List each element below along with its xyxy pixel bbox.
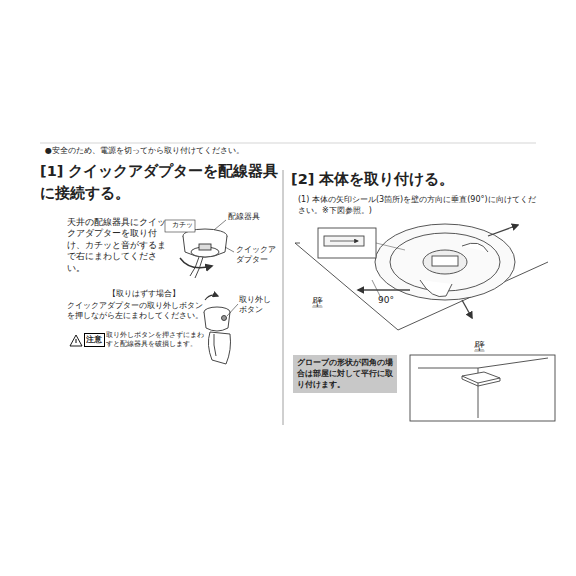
label: [1] クイックアダプターを配線器具に接続する。 <box>40 161 280 205</box>
label: (1) 本体の矢印シール(3箇所)を壁の方向に垂直(90°)に向けてください。※… <box>298 195 538 217</box>
leader-line <box>227 304 238 316</box>
label: 取り外しボタンを押さずにまわすと配線器具を破損します。 <box>106 331 206 350</box>
warning-icon <box>76 339 77 343</box>
label: クイックアダプターの取り外しボタンを押しながら左にまわしてください。 <box>67 301 203 321</box>
label: 90° <box>378 294 408 306</box>
label: 【取りはずす場合】 <box>108 289 228 300</box>
adaptor-figure <box>180 229 227 278</box>
node-text: 注意 <box>86 335 103 345</box>
note-box: グローブの形状が四角の場合は部屋に対して平行に取り付けます。 <box>293 355 397 393</box>
label: 壁 <box>474 340 490 355</box>
label: カチッ <box>167 221 197 230</box>
label: [2] 本体を取り付ける。 <box>291 170 541 190</box>
label: 取り外しボタン <box>239 295 273 315</box>
leader-line <box>225 247 234 252</box>
label: 配線器具 <box>228 212 273 222</box>
label: クイックアダプター <box>236 245 278 265</box>
divider <box>283 170 284 425</box>
node-text: グローブの形状が四角の場合は部屋に対して平行に取り付けます。 <box>297 358 393 390</box>
label: 天井の配線器具にクイックアダプターを取り付け、カチッと音がするまで右にまわしてく… <box>67 217 167 274</box>
room-figure <box>410 355 555 421</box>
label: ●安全のため、電源を切ってから取り付けてください。 <box>45 146 365 157</box>
label: 壁 <box>312 296 328 311</box>
warning-icon <box>70 335 82 346</box>
leader-line <box>214 220 226 230</box>
rule <box>40 143 536 144</box>
ceiling-scene <box>295 224 548 330</box>
removal-figure <box>204 295 231 364</box>
caution-box: 注意 <box>84 333 105 347</box>
